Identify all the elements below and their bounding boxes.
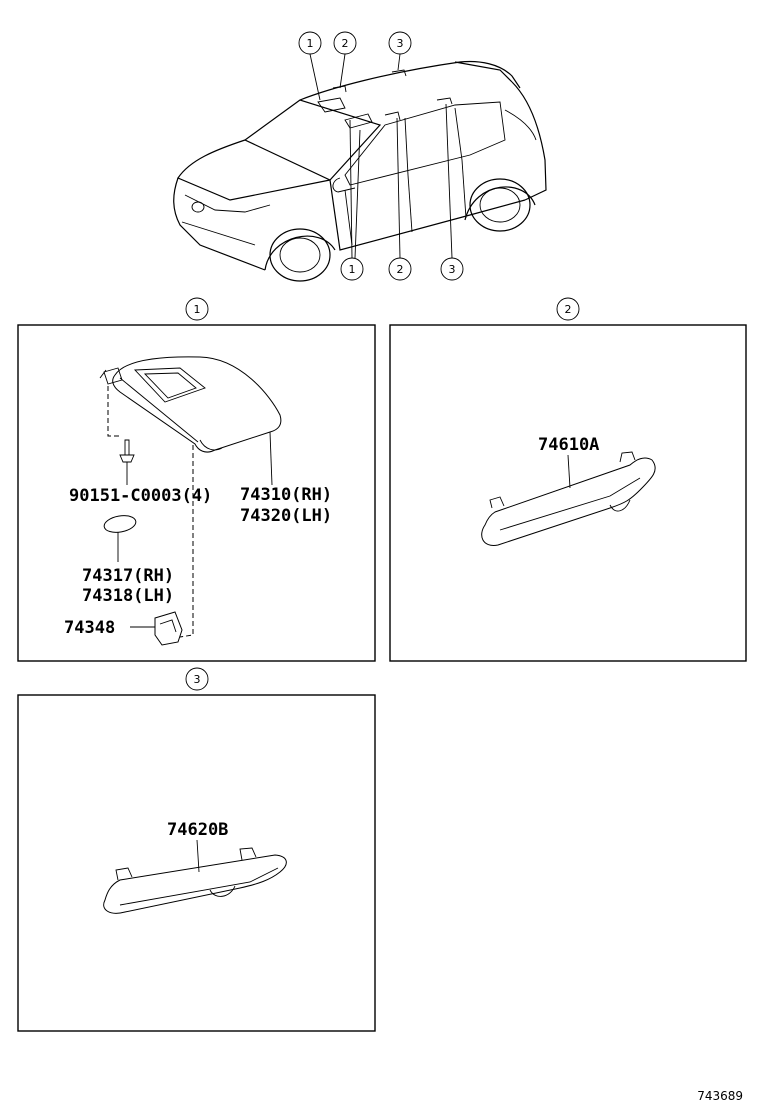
svg-text:2: 2 [342,37,349,50]
callout-bottom-2: 2 [388,257,412,281]
part-label-74310: 74310(RH) [240,485,332,505]
part-label-74610A: 74610A [538,435,599,455]
figure-id: 743689 [697,1089,743,1103]
assist-grip-74610A-illustration [481,451,656,546]
callout-bottom-1: 1 [340,257,364,281]
sun-visor-illustration [99,356,282,486]
part-label-74318: 74318(LH) [82,586,174,606]
svg-text:3: 3 [397,37,404,50]
svg-text:1: 1 [194,303,201,316]
callout-top-3: 3 [388,31,412,55]
visor-holder-illustration [130,445,194,646]
panel-2-frame [389,324,747,662]
vehicle-illustration [173,53,547,282]
part-label-74620B: 74620B [167,820,228,840]
callout-top-2: 2 [333,31,357,55]
svg-text:1: 1 [349,263,356,276]
svg-text:1: 1 [307,37,314,50]
part-label-90151-C0003: 90151-C0003(4) [69,486,212,506]
panel-1-label: 1 [185,297,209,321]
svg-text:2: 2 [565,303,572,316]
screw-illustration [107,386,135,485]
svg-text:2: 2 [397,263,404,276]
panel-2-label: 2 [556,297,580,321]
part-label-74320: 74320(LH) [240,506,332,526]
part-label-74348: 74348 [64,618,115,638]
panel-3-label: 3 [185,667,209,691]
panel-3-frame [17,694,376,1032]
part-label-74317: 74317(RH) [82,566,174,586]
assist-grip-74620B-illustration [103,839,287,914]
svg-text:3: 3 [449,263,456,276]
svg-text:3: 3 [194,673,201,686]
visor-clip-illustration [103,515,137,562]
panel-1-frame [17,324,376,662]
callout-top-1: 1 [298,31,322,55]
callout-bottom-3: 3 [440,257,464,281]
